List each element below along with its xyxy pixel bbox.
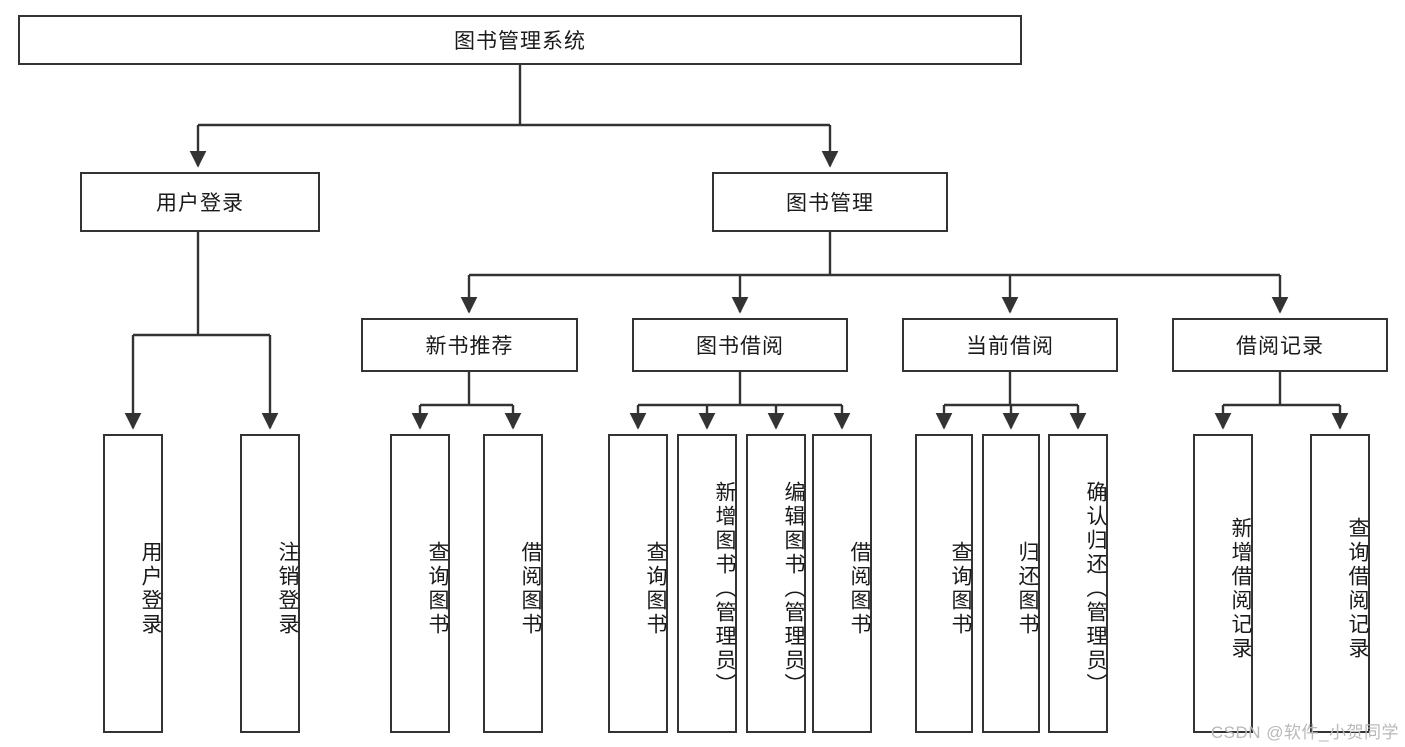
node-current-borrow[interactable]: 当前借阅 xyxy=(902,318,1118,372)
node-book-borrow[interactable]: 图书借阅 xyxy=(632,318,848,372)
leaf-current-query-book-label: 查询图书 xyxy=(949,540,972,637)
csdn-watermark: CSDN @软件_小贺同学 xyxy=(1210,723,1399,742)
leaf-borrow-add-book[interactable]: 新增图书（管理员） xyxy=(677,434,737,733)
leaf-borrow-query-book-label: 查询图书 xyxy=(644,540,667,637)
leaf-current-return-book-label: 归还图书 xyxy=(1016,540,1039,637)
leaf-borrow-add-book-label: 新增图书（管理员） xyxy=(713,480,736,697)
node-root[interactable]: 图书管理系统 xyxy=(18,15,1022,65)
node-current-borrow-label: 当前借阅 xyxy=(966,335,1054,358)
leaf-borrow-borrow-book-label: 借阅图书 xyxy=(848,540,871,637)
node-user-login-label: 用户登录 xyxy=(156,192,244,215)
node-new-book-recommend-label: 新书推荐 xyxy=(425,335,514,358)
leaf-borrow-borrow-book[interactable]: 借阅图书 xyxy=(812,434,872,733)
leaf-current-query-book[interactable]: 查询图书 xyxy=(915,434,973,733)
leaf-borrow-edit-book[interactable]: 编辑图书（管理员） xyxy=(746,434,806,733)
leaf-user-login-label: 用户登录 xyxy=(139,540,162,637)
leaf-current-confirm-return-label: 确认归还（管理员） xyxy=(1084,480,1107,697)
node-borrow-record[interactable]: 借阅记录 xyxy=(1172,318,1388,372)
node-new-book-recommend[interactable]: 新书推荐 xyxy=(361,318,578,372)
leaf-recommend-query-book[interactable]: 查询图书 xyxy=(390,434,450,733)
node-book-management-label: 图书管理 xyxy=(786,192,874,215)
node-borrow-record-label: 借阅记录 xyxy=(1236,335,1324,358)
leaf-record-add-record[interactable]: 新增借阅记录 xyxy=(1193,434,1253,733)
leaf-logout-label: 注销登录 xyxy=(276,540,299,637)
leaf-record-add-record-label: 新增借阅记录 xyxy=(1229,516,1252,661)
leaf-user-login[interactable]: 用户登录 xyxy=(103,434,163,733)
leaf-borrow-edit-book-label: 编辑图书（管理员） xyxy=(782,480,805,697)
leaf-recommend-borrow-book-label: 借阅图书 xyxy=(519,540,542,637)
leaf-logout[interactable]: 注销登录 xyxy=(240,434,300,733)
leaf-current-return-book[interactable]: 归还图书 xyxy=(982,434,1040,733)
leaf-recommend-query-book-label: 查询图书 xyxy=(426,540,449,637)
leaf-borrow-query-book[interactable]: 查询图书 xyxy=(608,434,668,733)
leaf-recommend-borrow-book[interactable]: 借阅图书 xyxy=(483,434,543,733)
node-book-borrow-label: 图书借阅 xyxy=(696,335,784,358)
leaf-record-query-record[interactable]: 查询借阅记录 xyxy=(1310,434,1370,733)
node-user-login[interactable]: 用户登录 xyxy=(80,172,320,232)
node-book-management[interactable]: 图书管理 xyxy=(712,172,948,232)
node-root-label: 图书管理系统 xyxy=(454,30,586,53)
leaf-record-query-record-label: 查询借阅记录 xyxy=(1346,516,1369,661)
leaf-current-confirm-return[interactable]: 确认归还（管理员） xyxy=(1048,434,1108,733)
